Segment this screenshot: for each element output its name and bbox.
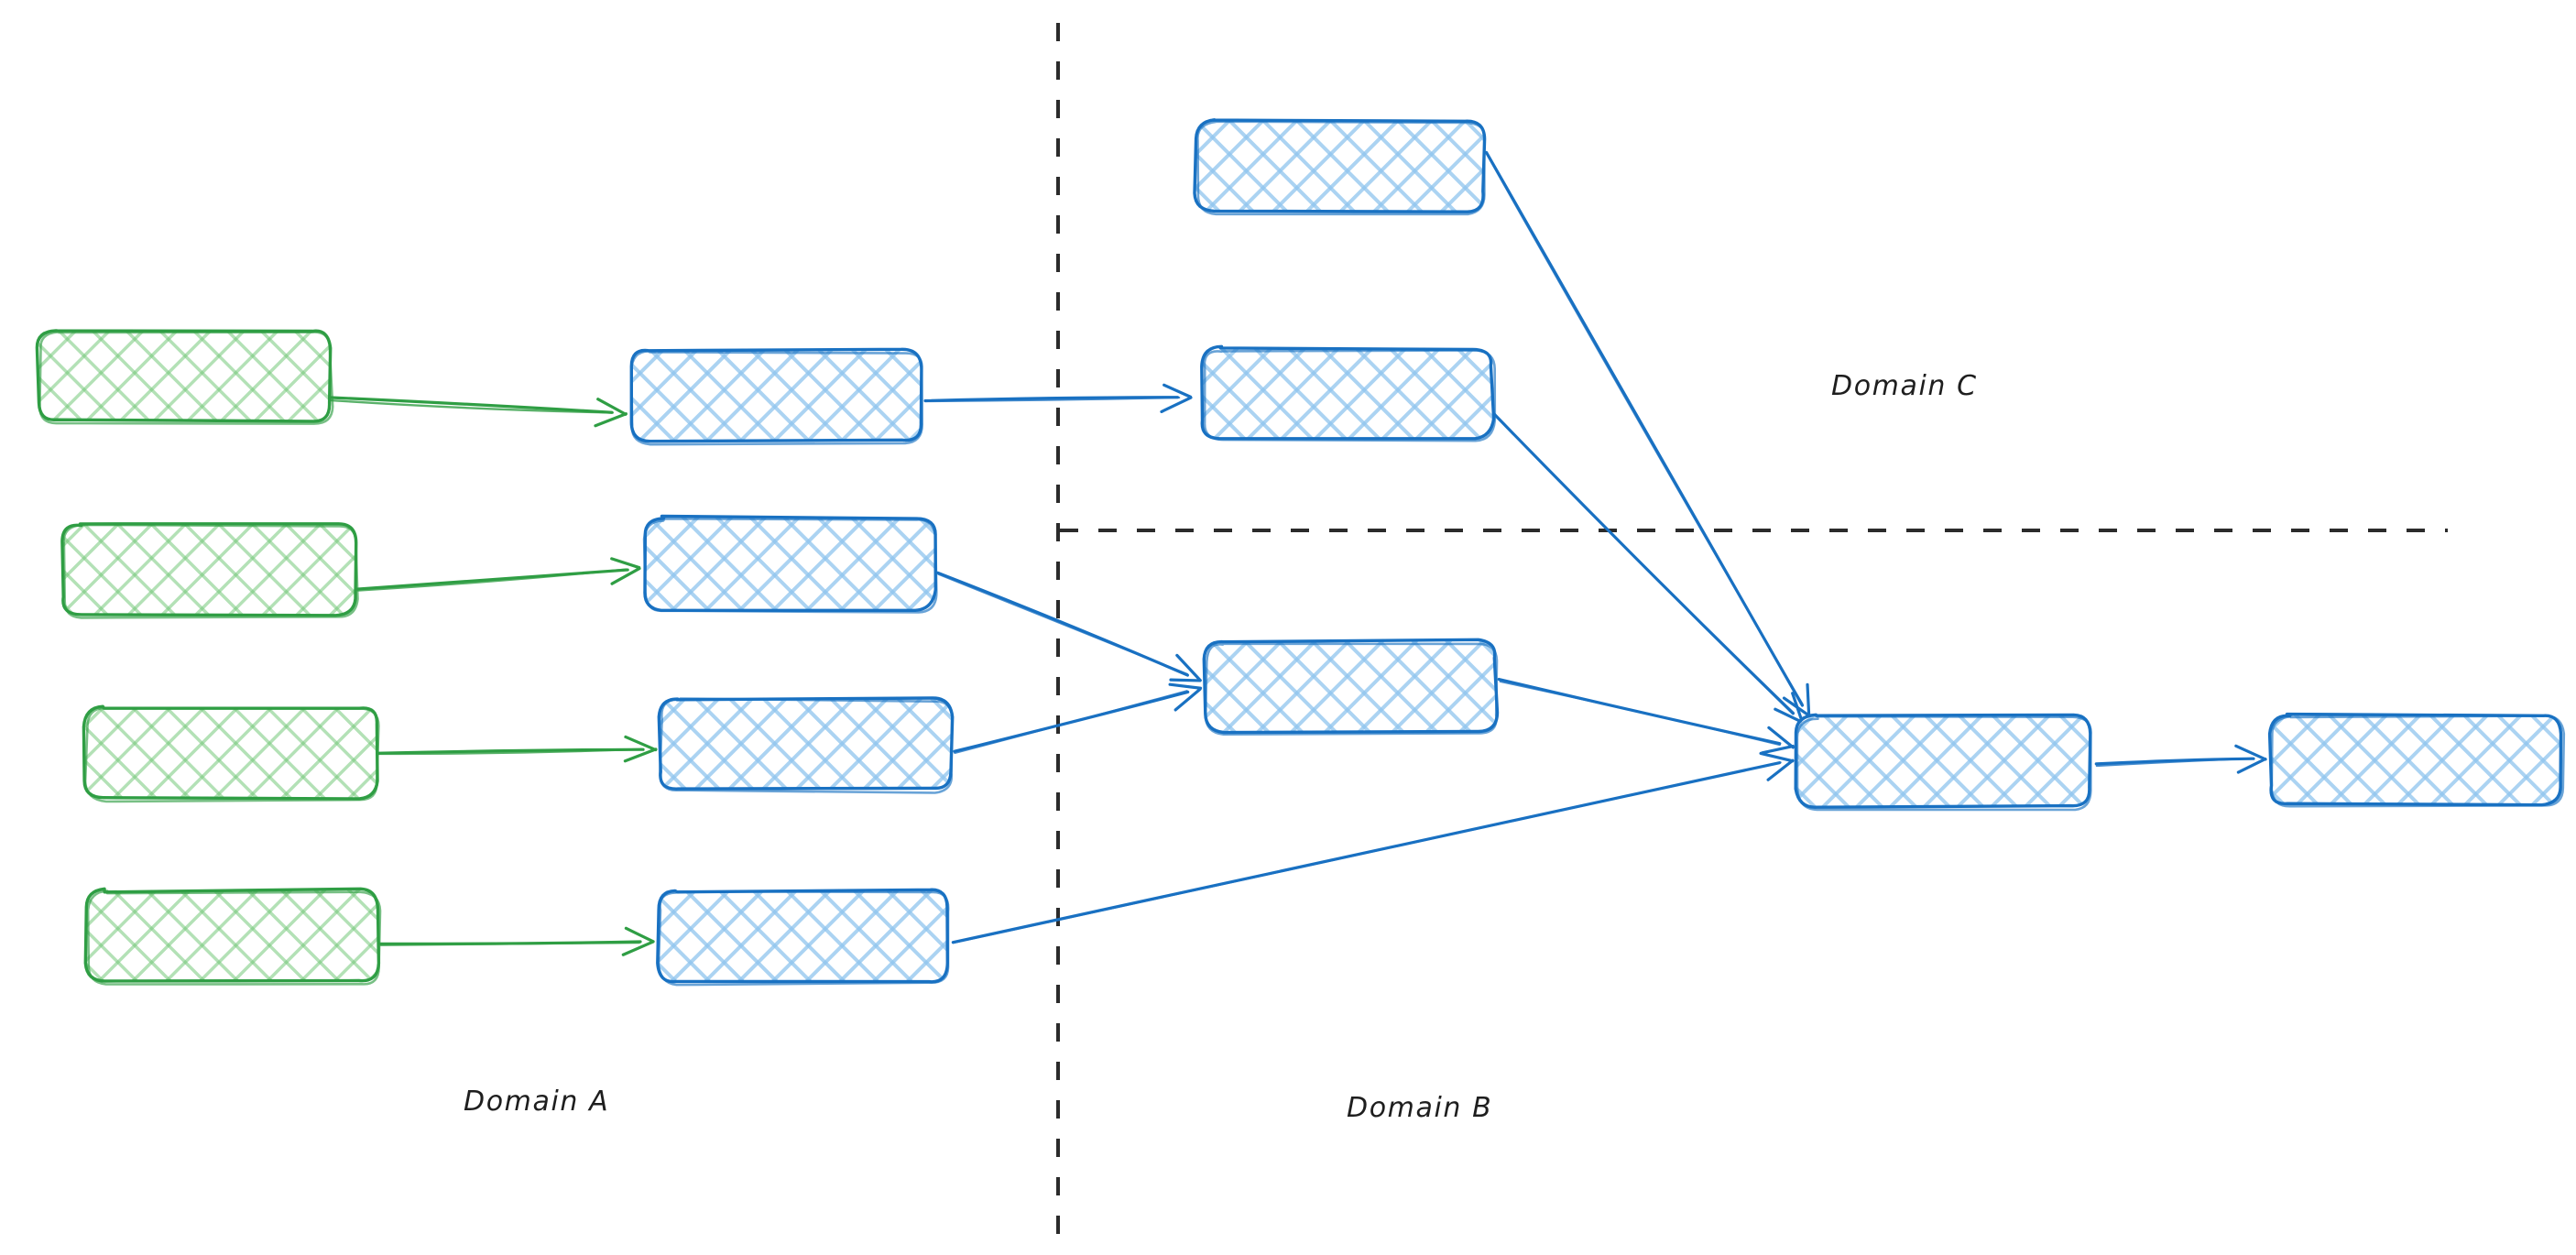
node-outline — [86, 889, 382, 986]
edge-shaft — [356, 568, 628, 592]
edge-e-a3-b3 — [376, 735, 658, 763]
edge-arrowhead — [624, 735, 658, 752]
node-fill — [87, 890, 378, 982]
node-fill — [1202, 348, 1492, 438]
node-c3[interactable] — [1202, 638, 1500, 736]
node-out[interactable] — [2267, 712, 2566, 808]
edge-arrowhead — [1761, 744, 1795, 755]
edge-arrowhead — [610, 557, 641, 570]
node-outline — [1796, 715, 2092, 812]
edge-e-b4-hub — [951, 751, 1795, 944]
edge-arrowhead — [596, 398, 628, 416]
node-outline — [1203, 349, 1497, 442]
edge-shaft — [1485, 152, 1804, 705]
node-b3[interactable] — [657, 696, 955, 794]
node-b4[interactable] — [656, 888, 950, 987]
node-layer — [35, 118, 2566, 987]
edge-shaft — [954, 690, 1188, 755]
edge-e-hub-out — [2094, 744, 2267, 774]
node-outline — [1196, 120, 1486, 216]
node-fill — [658, 890, 948, 982]
edge-e-a2-b2 — [355, 557, 641, 592]
edge-e-b1-c2 — [923, 383, 1193, 413]
node-fill — [1195, 121, 1484, 211]
node-fill — [1797, 715, 2090, 806]
node-outline — [659, 697, 954, 794]
edge-e-a1-b1 — [329, 396, 628, 428]
node-fill — [38, 330, 330, 421]
edge-arrowhead — [1173, 687, 1202, 712]
edge-arrowhead — [2234, 744, 2267, 761]
edge-shaft — [1493, 413, 1796, 715]
edge-e-a4-b4 — [377, 926, 655, 956]
node-fill — [85, 707, 377, 799]
edge-arrowhead — [1175, 653, 1202, 682]
edge-e-c3-hub — [1497, 677, 1795, 755]
node-b1[interactable] — [628, 347, 924, 446]
edge-arrowhead — [1169, 678, 1202, 682]
node-c2[interactable] — [1200, 344, 1497, 442]
edge-arrowhead — [610, 566, 641, 585]
node-fill — [62, 524, 355, 616]
edge-arrowhead — [1168, 682, 1203, 690]
edge-e-c1-hub — [1484, 150, 1811, 719]
edge-arrowhead — [1767, 726, 1795, 749]
edge-e-c2-hub — [1492, 412, 1805, 725]
edge-shaft — [2095, 757, 2254, 768]
edge-shaft — [1499, 680, 1781, 747]
node-outline — [83, 706, 380, 803]
edge-shaft — [376, 748, 643, 756]
edge-shaft — [937, 573, 1189, 676]
edge-arrowhead — [1759, 751, 1795, 763]
edge-arrowhead — [623, 748, 658, 763]
node-fill — [644, 518, 934, 609]
edge-arrowhead — [624, 926, 655, 944]
node-outline — [642, 518, 938, 614]
edge-arrowhead — [1766, 758, 1795, 781]
node-outline — [1204, 642, 1499, 736]
node-c1[interactable] — [1193, 118, 1487, 216]
node-fill — [1205, 641, 1496, 731]
node-outline — [2267, 712, 2563, 807]
edge-e-b2-c3 — [936, 571, 1202, 682]
divider-layer — [1056, 23, 2448, 1239]
edge-e-b3-c3 — [953, 682, 1203, 755]
node-hub[interactable] — [1794, 713, 2092, 812]
node-a2[interactable] — [60, 522, 359, 619]
domain-label-b: Domain B — [1347, 1092, 1493, 1124]
edge-shaft — [329, 396, 614, 414]
edge-arrowhead — [1774, 707, 1805, 725]
node-outline — [38, 331, 334, 425]
edge-shaft — [379, 941, 641, 946]
node-b2[interactable] — [642, 514, 938, 614]
node-a4[interactable] — [83, 887, 382, 986]
edge-arrowhead — [621, 940, 654, 956]
edge-layer — [329, 150, 2267, 956]
node-outline — [62, 523, 359, 619]
edge-arrowhead — [1160, 396, 1193, 413]
node-a1[interactable] — [35, 328, 334, 425]
node-fill — [660, 698, 951, 790]
node-a3[interactable] — [82, 704, 380, 803]
edge-shaft — [923, 396, 1181, 403]
node-outline — [630, 350, 924, 446]
node-fill — [2270, 715, 2561, 804]
edge-shaft — [952, 761, 1782, 944]
domain-label-a: Domain A — [464, 1086, 610, 1118]
edge-arrowhead — [1791, 692, 1805, 725]
edge-arrowhead — [1806, 682, 1811, 719]
node-outline — [657, 889, 950, 987]
domain-label-c: Domain C — [1831, 370, 1978, 402]
node-fill — [630, 350, 921, 442]
node-outline — [2270, 715, 2566, 808]
edge-arrowhead — [1162, 383, 1193, 398]
edge-shaft — [330, 398, 615, 414]
edge-arrowhead — [594, 412, 628, 428]
edge-arrowhead — [2236, 757, 2267, 774]
